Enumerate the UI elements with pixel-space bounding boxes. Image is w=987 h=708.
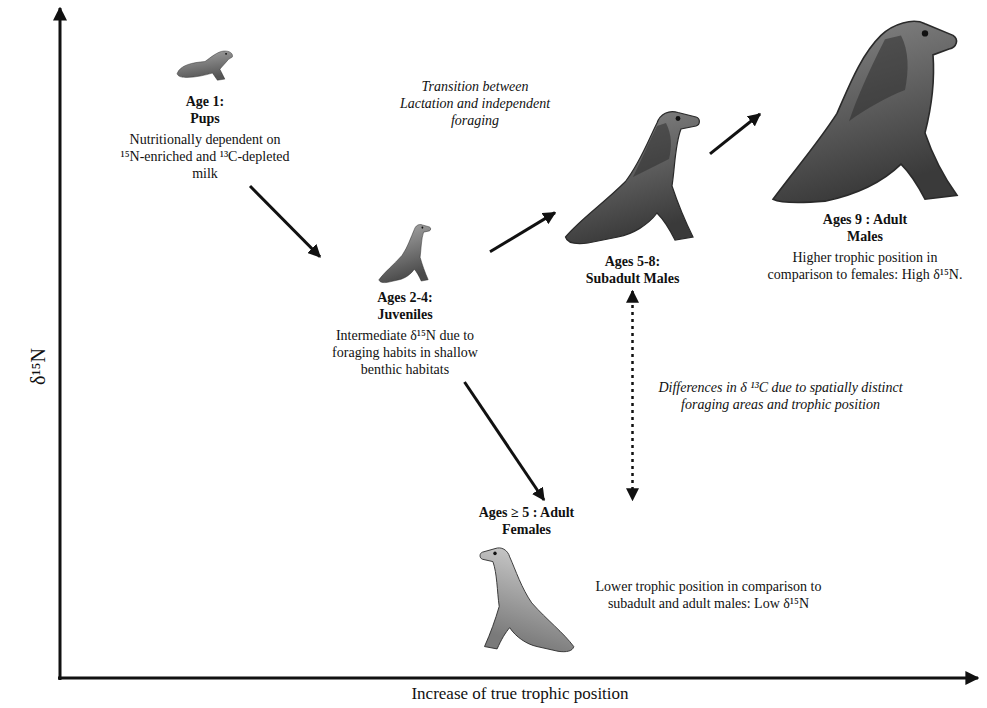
sea-lion-eye xyxy=(493,551,496,555)
sea-lion-body xyxy=(177,51,232,80)
sea-lion-illustration xyxy=(174,34,236,89)
transition-note: Transition between Lactation and indepen… xyxy=(395,78,555,129)
stage-heading: Ages 5-8: Subadult Males xyxy=(578,253,688,287)
stage-description: Higher trophic position in comparison to… xyxy=(764,249,966,283)
sea-lion-stage: Ages 9 : Adult MalesHigher trophic posit… xyxy=(760,8,970,287)
sea-lion-illustration xyxy=(558,99,708,249)
sea-lion-illustration xyxy=(765,12,965,207)
stage-heading: Ages 9 : Adult Males xyxy=(823,211,908,245)
sea-lion-illustration xyxy=(376,219,434,285)
axis-label: δ¹⁵N xyxy=(27,337,50,397)
sea-lion-eye xyxy=(421,227,423,229)
stage-column: Ages ≥ 5 : Adult Females xyxy=(474,504,579,656)
dotted-arrow xyxy=(631,291,634,500)
edge-label: Differences in δ ¹³C due to spatially di… xyxy=(651,379,911,413)
sea-lion-stage: Ages ≥ 5 : Adult FemalesLower trophic po… xyxy=(470,500,840,660)
sea-lion-body xyxy=(379,225,431,283)
axis-label: Increase of true trophic position xyxy=(330,684,710,704)
stage-description: Intermediate δ¹⁵N due to foraging habits… xyxy=(324,327,486,378)
sea-lion-stage: Ages 2-4: JuvenilesIntermediate δ¹⁵N due… xyxy=(320,215,490,382)
sea-lion-body xyxy=(480,548,574,652)
y-axis xyxy=(59,8,62,680)
sea-lion-body xyxy=(773,21,957,202)
stage-heading: Age 1: Pups xyxy=(178,93,233,127)
x-axis xyxy=(58,677,978,680)
sea-lion-eye xyxy=(675,116,680,121)
sea-lion-mane xyxy=(849,35,908,121)
sea-lion-mane xyxy=(633,123,671,177)
sea-lion-eye xyxy=(225,53,227,55)
arrow-connector xyxy=(710,114,760,154)
stage-description: Nutritionally dependent on ¹⁵N-enriched … xyxy=(119,131,291,182)
sea-lion-stage: Ages 5-8: Subadult Males xyxy=(555,95,710,291)
stage-heading: Ages 2-4: Juveniles xyxy=(368,289,443,323)
sea-lion-illustration xyxy=(474,538,579,656)
sea-lion-stage: Age 1: PupsNutritionally dependent on ¹⁵… xyxy=(115,30,295,186)
stage-heading: Ages ≥ 5 : Adult Females xyxy=(477,504,577,538)
sea-lion-body xyxy=(565,112,699,244)
stage-description: Lower trophic position in comparison to … xyxy=(591,578,826,612)
arrow-connector xyxy=(465,382,545,500)
sea-lion-eye xyxy=(922,30,928,36)
arrow-connector xyxy=(250,186,320,257)
arrow-connector xyxy=(490,213,555,252)
